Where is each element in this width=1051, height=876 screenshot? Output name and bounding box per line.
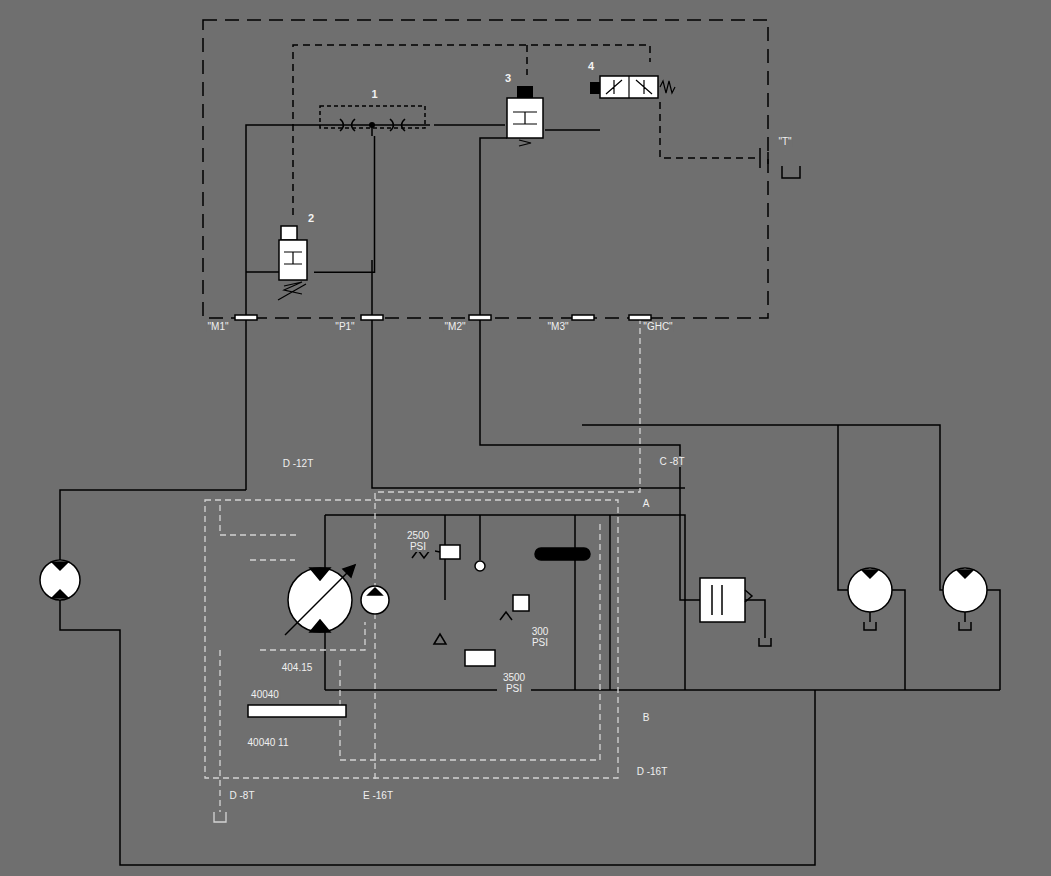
cartridge-valve: 3 (505, 72, 549, 147)
relief-valve (513, 595, 529, 611)
schematic-label: "T" (777, 136, 792, 147)
tank-symbol (214, 812, 226, 822)
motor-symbol (40, 560, 80, 600)
schematic-label: "M3" (547, 321, 570, 332)
pump-arrows (310, 565, 355, 632)
m1-down-line (245, 318, 247, 490)
relief-valve (465, 650, 495, 666)
schematic-label: 404.15 (281, 662, 314, 673)
drain-lines (220, 505, 600, 812)
schematic-label: "M2" (444, 321, 467, 332)
p1-line (372, 260, 685, 488)
tank-symbol (782, 166, 800, 178)
ports (235, 315, 651, 320)
solenoid (535, 548, 590, 560)
filter-symbol (434, 634, 446, 644)
relief-valve (440, 545, 460, 559)
schematic-label: D -8T (226, 790, 258, 801)
valve-line (545, 129, 600, 131)
return-line (325, 590, 1000, 690)
solenoid-valve: 4 (588, 60, 682, 102)
case-drain-lines (205, 318, 640, 812)
schematic-label: B (642, 712, 651, 723)
schematic-label: 40040 11 (247, 737, 290, 748)
port (235, 315, 257, 320)
motor-arrows (52, 562, 68, 598)
port (629, 315, 651, 320)
callout-number: 1 (315, 88, 434, 101)
schematic-label: D -12T (280, 458, 316, 469)
callout-number: 4 (588, 60, 682, 73)
schematic-label: 2500 PSI (401, 530, 435, 552)
hydraulic-lines (60, 20, 1000, 865)
valve-detail (712, 585, 752, 615)
callout-number: 3 (505, 72, 549, 85)
variable-arrow (285, 565, 355, 635)
port (572, 315, 594, 320)
schematic-label: E -16T (360, 790, 396, 801)
pilot-line (293, 45, 760, 215)
cartridge-valve: 2 (276, 212, 314, 302)
port (469, 315, 491, 320)
charge-pump-symbol (361, 586, 389, 614)
valve-symbol (276, 212, 310, 302)
schematic-label: 300 PSI (524, 626, 556, 648)
pump-housing (205, 500, 618, 778)
schematic-label: D -16T (634, 766, 670, 777)
motor-arrows (862, 570, 973, 578)
hydraulic-line (434, 124, 505, 126)
motor-feed-line (582, 425, 943, 590)
pump-lines (325, 515, 685, 690)
flow-divider: 1 (315, 88, 434, 136)
schematic-label: A (642, 498, 651, 509)
m1-line (246, 125, 315, 318)
left-motor-line (60, 490, 815, 865)
tank-port-symbol (760, 148, 768, 168)
schematic-label: "M1" (207, 321, 230, 332)
schematic-label: 3500 PSI (497, 672, 531, 694)
callout-number: 2 (276, 212, 314, 225)
port (361, 315, 383, 320)
manifold-outline (203, 20, 768, 318)
schematic-label: "GHC" (642, 321, 673, 332)
hydraulic-line (314, 136, 375, 272)
check-valve (475, 561, 485, 571)
schematic-label: "P1" (334, 321, 355, 332)
nameplate (248, 705, 346, 717)
components (40, 545, 987, 717)
schematic-label: 40040 (250, 689, 280, 700)
valve-symbol (588, 60, 678, 102)
m2-line (480, 138, 700, 600)
valve-drain (745, 600, 771, 646)
schematic-label: C -8T (656, 456, 688, 467)
spring (500, 612, 512, 620)
charge-arrow (368, 588, 382, 595)
motor-drains (864, 612, 971, 630)
